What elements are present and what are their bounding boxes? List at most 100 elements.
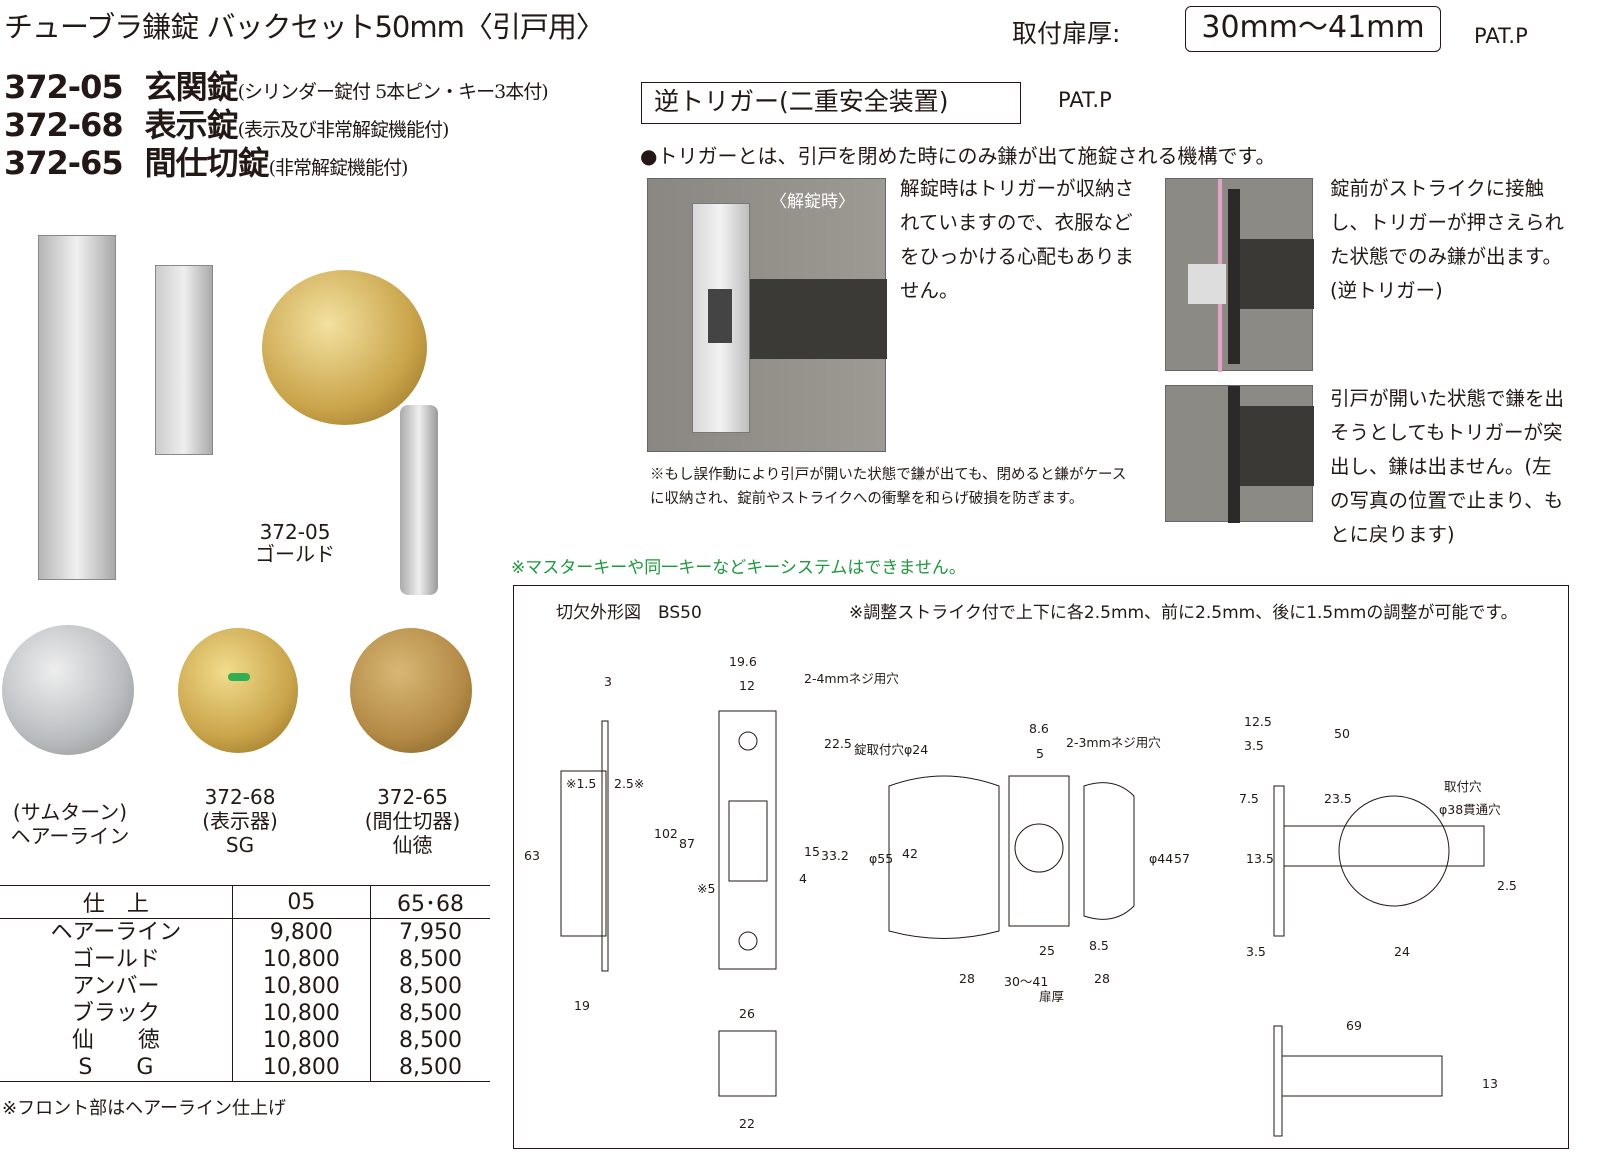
trigger-text-unlocked: 解錠時はトリガーが収納されていますので、衣服などをひっかける心配もありません。 bbox=[900, 177, 1135, 302]
finish-cell: アンバー bbox=[72, 974, 160, 999]
finish-cell: ゴールド bbox=[71, 947, 160, 972]
price-05-cell: 10,800 bbox=[231, 973, 371, 1000]
dimension-label: 3.5 bbox=[1244, 738, 1264, 753]
bore-view bbox=[718, 1030, 777, 1097]
dimension-label: 22 bbox=[739, 1116, 755, 1131]
price-65-68-cell: 7,950 bbox=[369, 918, 490, 946]
dimension-label: 23.5 bbox=[1324, 791, 1352, 806]
trigger-description: ●トリガーとは、引戸を閉めた時にのみ鎌が出て施錠される機構です。 bbox=[640, 144, 1276, 168]
key-system-note: ※マスターキーや同一キーなどキーシステムはできません。 bbox=[511, 558, 966, 578]
price-65-68-cell: 8,500 bbox=[369, 1027, 490, 1054]
dimension-label: 13 bbox=[1482, 1076, 1498, 1091]
price-65-68-cell: 8,500 bbox=[369, 1054, 490, 1082]
dimension-label: 3.5 bbox=[1246, 944, 1266, 959]
finish-cell: 仙 徳 bbox=[71, 1028, 160, 1053]
dimension-label: 22.5 bbox=[824, 736, 852, 751]
trigger-patent: PAT.P bbox=[1058, 88, 1112, 112]
dimension-label: 57 bbox=[1174, 851, 1190, 866]
trigger-out-photo bbox=[1165, 385, 1314, 523]
dimension-label: 扉厚 bbox=[1039, 989, 1065, 1004]
price-05-cell: 10,800 bbox=[231, 1000, 371, 1027]
dimension-label: 42 bbox=[902, 846, 918, 861]
partition-photo bbox=[350, 628, 472, 753]
price-05-cell: 10,800 bbox=[231, 1054, 371, 1082]
dimension-label: 13.5 bbox=[1246, 851, 1274, 866]
dimension-label: 87 bbox=[679, 836, 695, 851]
trigger-text-open: 引戸が開いた状態で鎌を出そうとしてもトリガーが突出し、鎌は出ません。(左の写真の… bbox=[1330, 387, 1565, 546]
dimension-label: ※1.5 bbox=[566, 776, 597, 791]
dimension-label: 69 bbox=[1346, 1018, 1362, 1033]
dimension-label: 8.6 bbox=[1029, 721, 1049, 736]
header-05: 05 bbox=[231, 885, 371, 919]
dimension-label: 2-4mmネジ用穴 bbox=[804, 671, 899, 686]
dimension-label: 錠取付穴φ24 bbox=[854, 742, 929, 757]
dimension-label: 15 bbox=[804, 844, 820, 859]
front-plate bbox=[718, 710, 777, 970]
trigger-text-pressed: 錠前がストライクに接触し、トリガーが押さえられた状態でのみ鎌が出ます。(逆トリガ… bbox=[1330, 177, 1565, 302]
dimension-label: 19.6 bbox=[729, 654, 757, 669]
dimension-label: 25 bbox=[1039, 943, 1055, 958]
indicator-photo bbox=[178, 628, 298, 753]
dimension-label: 63 bbox=[524, 848, 540, 863]
latch-front bbox=[1273, 785, 1285, 937]
price-65-68-cell: 8,500 bbox=[369, 973, 490, 1000]
header-finish: 仕 上 bbox=[0, 885, 233, 919]
dimension-label: 30〜41 bbox=[1004, 974, 1049, 989]
dimension-label: 12.5 bbox=[1244, 714, 1272, 729]
dimension-label: 19 bbox=[574, 998, 590, 1013]
price-65-68-cell: 8,500 bbox=[369, 946, 490, 973]
price-05-cell: 9,800 bbox=[231, 918, 371, 946]
dimension-label: φ55 bbox=[869, 851, 894, 866]
dimension-label: φ38貫通穴 bbox=[1439, 802, 1501, 817]
thumbturn-caption: (サムターン)ヘアーライン bbox=[10, 800, 130, 848]
dimension-label: 4 bbox=[799, 871, 807, 886]
strike-side-view bbox=[560, 770, 607, 937]
header-65-68: 65･68 bbox=[369, 885, 490, 919]
diagram-title: 切欠外形図 BS50 bbox=[556, 603, 702, 623]
strike-plate bbox=[601, 720, 609, 972]
price-05-cell: 10,800 bbox=[231, 946, 371, 973]
trigger-heading: 逆トリガー(二重安全装置) bbox=[641, 82, 1021, 124]
dimension-label: 2.5※ bbox=[614, 776, 645, 791]
dimension-label: 28 bbox=[959, 971, 975, 986]
knob-left bbox=[888, 775, 1000, 939]
cutout-diagram: 切欠外形図 BS50 ※調整ストライク付で上下に各2.5mm、前に2.5mm、後… bbox=[513, 585, 1569, 1149]
door-thickness-value: 30mm〜41mm bbox=[1185, 6, 1441, 52]
table-header: 仕 上 05 65･68 bbox=[0, 885, 490, 919]
finish-cell: ブラック bbox=[71, 1001, 160, 1026]
front-finish-note: ※フロント部はヘアーライン仕上げ bbox=[2, 1098, 287, 1119]
dimension-label: 3 bbox=[604, 674, 612, 689]
dimension-label: 24 bbox=[1394, 944, 1410, 959]
unlocked-photo: 〈解錠時〉 bbox=[647, 178, 887, 452]
finish-cell: ヘアーライン bbox=[50, 920, 182, 945]
unlocked-label: 〈解錠時〉 bbox=[770, 192, 855, 212]
dimension-label: 28 bbox=[1094, 971, 1110, 986]
strike-adjust-note: ※調整ストライク付で上下に各2.5mm、前に2.5mm、後に1.5mmの調整が可… bbox=[849, 603, 1518, 623]
dimension-label: 2-3mmネジ用穴 bbox=[1066, 735, 1161, 750]
latch-side bbox=[1273, 1025, 1283, 1137]
finish-cell: S G bbox=[0, 1054, 233, 1082]
dimension-label: φ44 bbox=[1149, 851, 1174, 866]
knob-right bbox=[1083, 782, 1135, 920]
dimension-label: 7.5 bbox=[1239, 791, 1259, 806]
partition-caption: 372-65(間仕切器)仙徳 bbox=[364, 785, 461, 857]
thumbturn-photo bbox=[2, 625, 134, 755]
price-05-cell: 10,800 bbox=[231, 1027, 371, 1054]
page-title: チューブラ鎌錠 バックセット50mm〈引戸用〉 bbox=[4, 10, 605, 44]
price-65-68-cell: 8,500 bbox=[369, 1000, 490, 1027]
trigger-pressed-photo bbox=[1165, 178, 1314, 372]
dimension-label: 2.5 bbox=[1497, 878, 1517, 893]
patent-pending: PAT.P bbox=[1474, 24, 1528, 48]
door-thickness-label: 取付扉厚: bbox=[1012, 19, 1121, 48]
